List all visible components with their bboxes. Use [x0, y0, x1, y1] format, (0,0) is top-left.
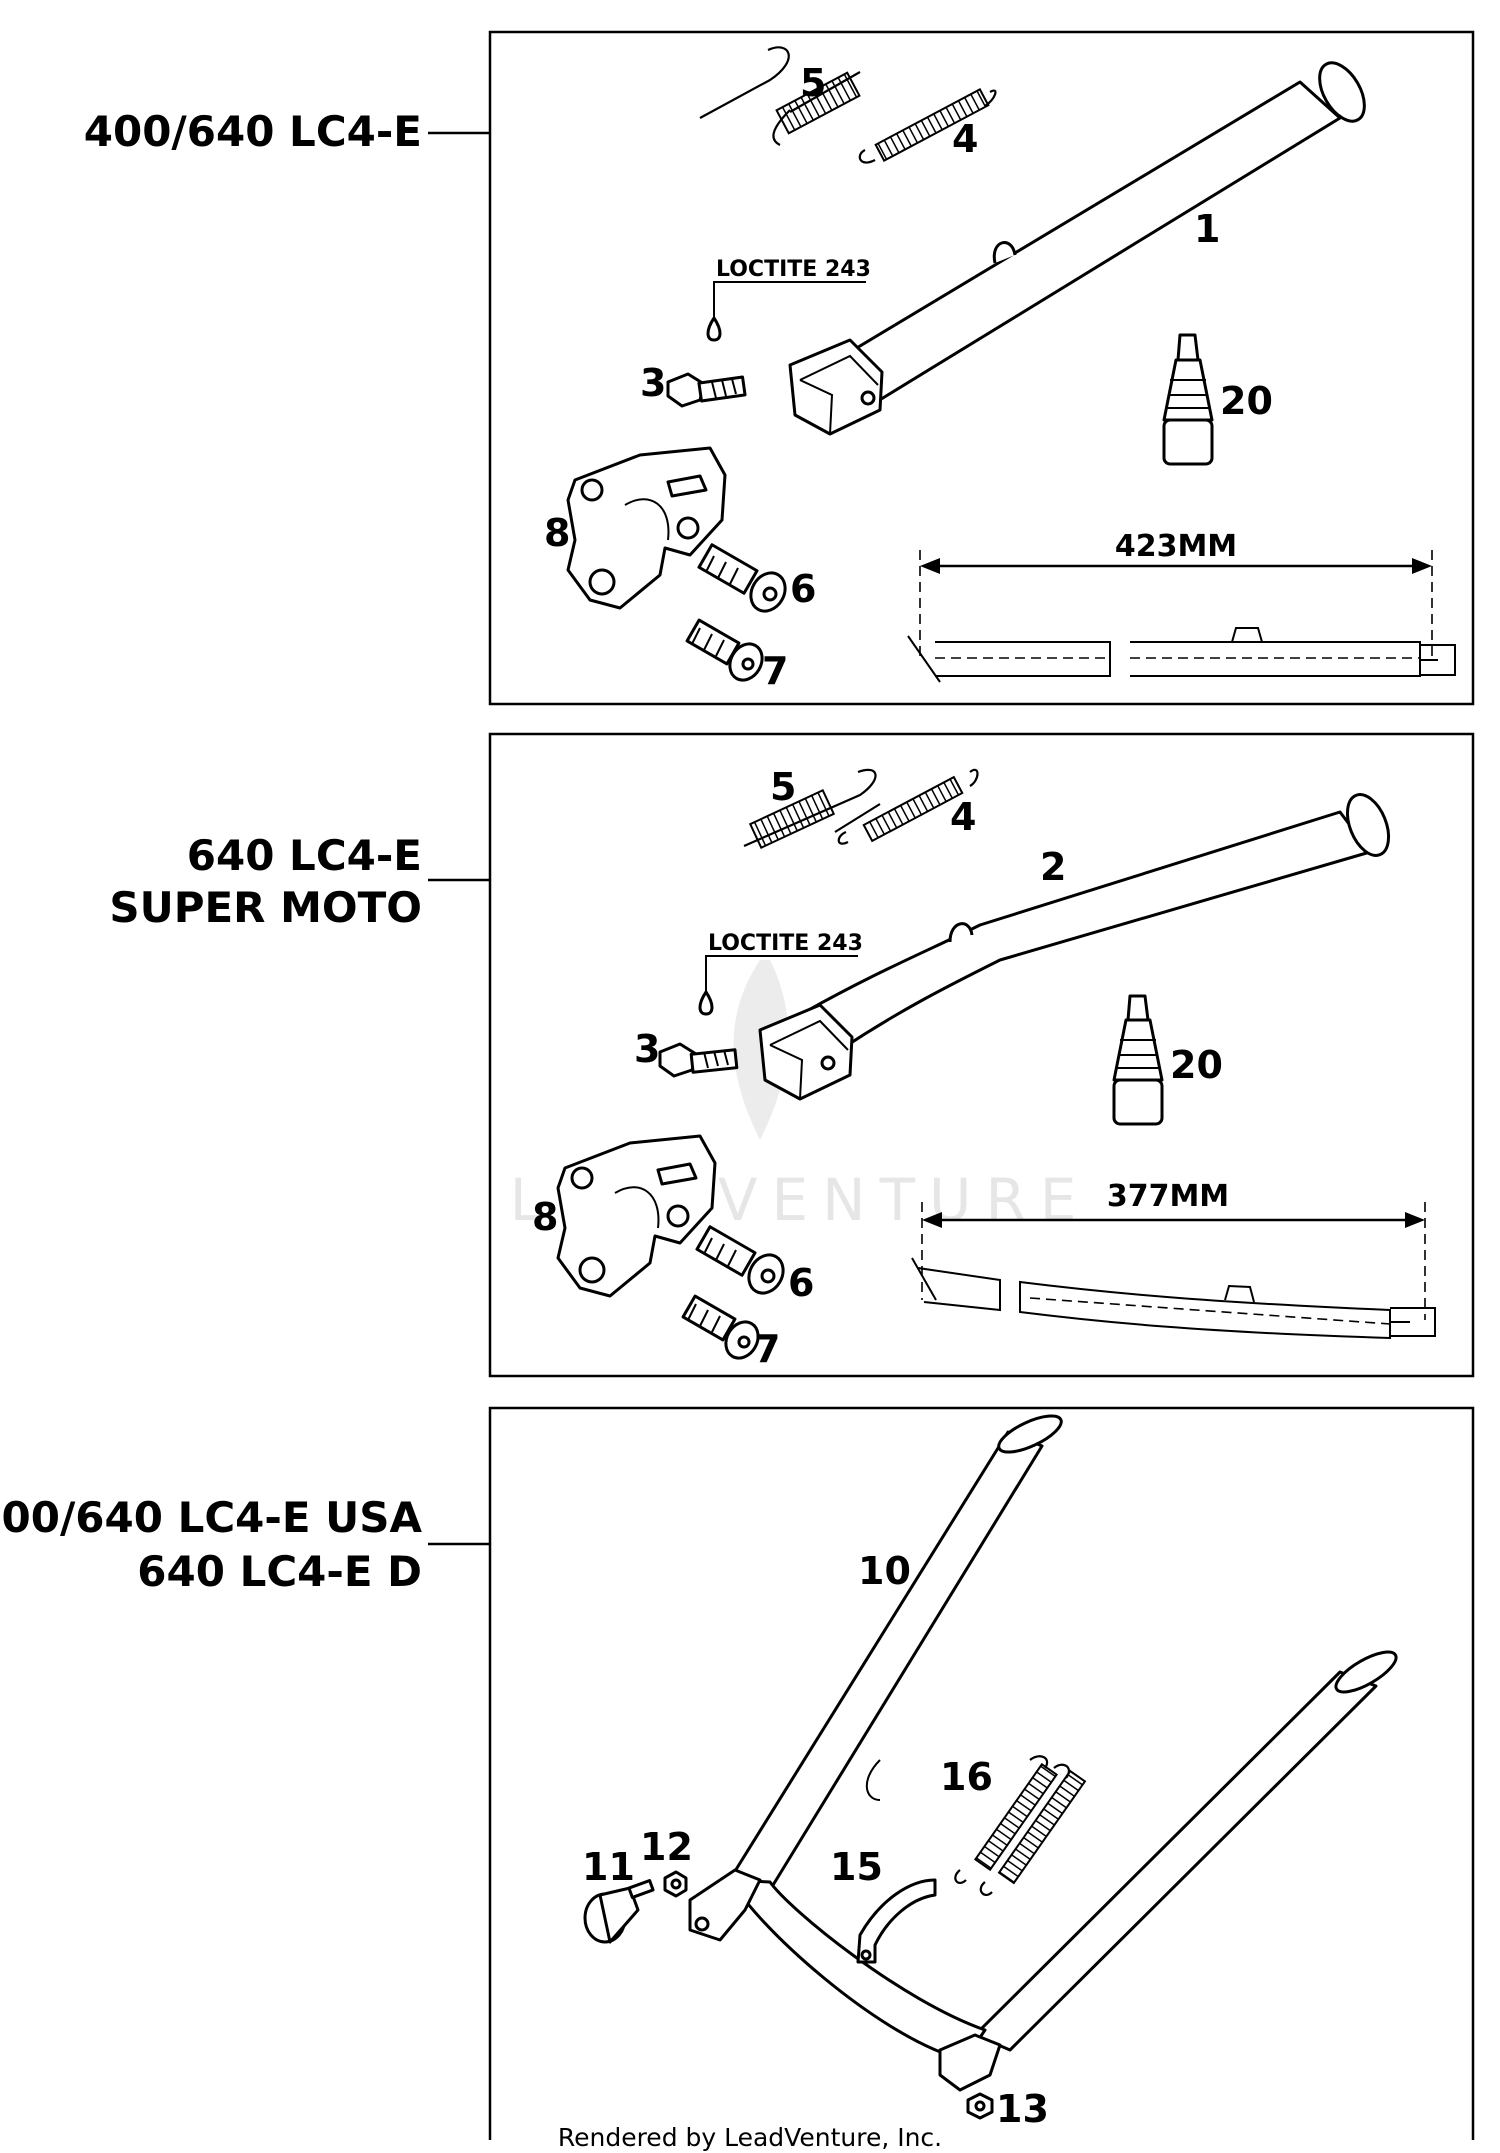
callout-3: 3	[640, 361, 666, 405]
note-leader	[705, 955, 858, 992]
model-label-line-1: 400/640 LC4-E	[84, 107, 422, 156]
callout-7: 7	[762, 649, 788, 693]
footer-credit: Rendered by LeadVenture, Inc.	[558, 2123, 942, 2152]
callout-11: 11	[582, 1845, 635, 1889]
callout-7: 7	[754, 1327, 780, 1371]
panel-2-frame	[488, 732, 1475, 1378]
loctite-bottle-20	[1112, 994, 1164, 1126]
callout-4: 4	[950, 795, 976, 839]
panel-1: 400/640 LC4-E LOCTITE 243	[84, 30, 1475, 706]
bracket-15	[856, 1878, 937, 1964]
bolt-6	[697, 543, 787, 613]
panel-3-frame	[488, 1406, 1475, 2140]
panel-2: 640 LC4-E SUPER MOTO LEADVENTURE LOCTITE…	[109, 732, 1475, 1378]
rubber-stop-11	[583, 1879, 655, 1944]
main-stand-10	[688, 1414, 1398, 2092]
callout-20: 20	[1220, 379, 1273, 423]
model-label-line-1: 640 LC4-E	[187, 831, 422, 880]
nut-12	[663, 1870, 688, 1898]
spring-4	[858, 88, 997, 164]
callout-1: 1	[1194, 207, 1220, 251]
springs-16	[954, 1755, 1087, 1897]
bolt-3	[658, 1042, 739, 1078]
model-label-line-2: SUPER MOTO	[109, 883, 422, 932]
note-leader	[713, 281, 866, 318]
callout-6: 6	[788, 1261, 814, 1305]
loctite-drop	[698, 990, 714, 1016]
bracket-8	[556, 1134, 717, 1298]
callout-10: 10	[858, 1549, 911, 1593]
model-label-line-2: 640 LC4-E D	[137, 1547, 422, 1596]
panel-3: 400/640 LC4-E USA 640 LC4-E D	[0, 1406, 1475, 2140]
dimension-drawing: 377MM	[911, 1179, 1436, 1340]
nut-13	[966, 2092, 994, 2120]
callout-5: 5	[800, 61, 826, 105]
callout-6: 6	[790, 567, 816, 611]
bracket-8	[566, 446, 727, 610]
callout-15: 15	[830, 1845, 883, 1889]
callout-8: 8	[532, 1195, 558, 1239]
spring-5	[699, 46, 861, 146]
spring-4	[837, 768, 979, 845]
callout-3: 3	[634, 1027, 660, 1071]
loctite-bottle-20	[1162, 333, 1214, 466]
side-stand-1	[788, 61, 1366, 436]
callout-8: 8	[544, 511, 570, 555]
callout-5: 5	[770, 765, 796, 809]
callout-13: 13	[996, 2087, 1049, 2131]
callout-4: 4	[952, 117, 978, 161]
note-text: LOCTITE 243	[708, 931, 863, 956]
callout-2: 2	[1040, 845, 1066, 889]
panel-1-frame	[488, 30, 1475, 706]
callout-20: 20	[1170, 1043, 1223, 1087]
dimension-drawing: 423MM	[907, 529, 1456, 683]
bolt-6	[695, 1225, 785, 1295]
callout-16: 16	[940, 1755, 993, 1799]
bolt-3	[666, 372, 747, 408]
side-stand-2	[758, 793, 1391, 1101]
bolt-7	[681, 1294, 760, 1360]
dimension-text: 423MM	[1115, 529, 1237, 564]
model-label-line-1: 400/640 LC4-E USA	[0, 1493, 422, 1542]
dimension-text: 377MM	[1107, 1179, 1229, 1214]
bolt-7	[685, 618, 764, 682]
note-text: LOCTITE 243	[716, 257, 871, 282]
loctite-drop	[706, 316, 722, 342]
callout-12: 12	[640, 1825, 693, 1869]
spring-5	[743, 768, 881, 850]
